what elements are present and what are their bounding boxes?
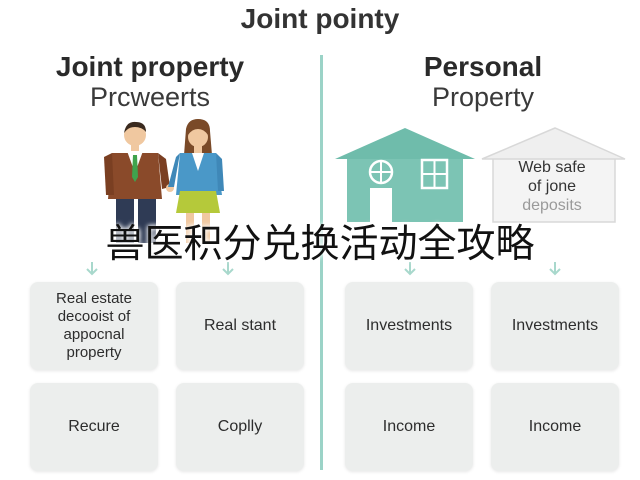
house-icon [335, 128, 475, 222]
safe-deposit-card: Web safe of jone deposits [493, 158, 611, 215]
personal-box-investments-1: Investments [345, 282, 473, 370]
page-title: Joint pointy [240, 3, 400, 34]
overlay-banner-text: 兽医积分兑换活动全攻略 [105, 222, 535, 267]
arrow-down-icon [549, 262, 561, 276]
joint-box-real-estate: Real estate decooist of appocnal propert… [30, 282, 158, 370]
joint-box-real-stant: Real stant [176, 282, 304, 370]
joint-box-recure: Recure [30, 383, 158, 471]
houses-illustration [335, 127, 626, 223]
box-line: appocnal [63, 326, 125, 343]
center-divider [320, 55, 323, 470]
arrow-down-icon [222, 262, 234, 276]
box-line: decooist of [57, 308, 131, 325]
box-line: Investments [511, 317, 599, 334]
card-line-1: Web safe [518, 159, 586, 176]
personal-subheading: Property [431, 82, 535, 112]
box-line: Coplly [217, 418, 263, 435]
personal-heading-block: Personal Property [353, 51, 613, 113]
joint-subheading: Prcweerts [89, 82, 211, 112]
box-line: property [66, 344, 122, 361]
box-line: Income [382, 418, 436, 435]
man-icon [104, 121, 174, 243]
card-line-2: of jone [527, 178, 577, 195]
personal-box-income-2: Income [491, 383, 619, 471]
card-line-3: deposits [522, 197, 582, 214]
joint-heading-block: Joint property Prcweerts [20, 51, 280, 113]
couple-illustration [104, 119, 224, 243]
box-line: Income [528, 418, 582, 435]
joint-box-coplly: Coplly [176, 383, 304, 471]
box-line: Real estate [56, 290, 132, 307]
arrow-down-icon [404, 262, 416, 276]
box-line: Recure [68, 418, 120, 435]
personal-heading: Personal [423, 51, 543, 82]
safe-house-icon [481, 127, 626, 223]
arrow-down-icon [86, 262, 98, 276]
personal-box-income-1: Income [345, 383, 473, 471]
joint-heading: Joint property [55, 51, 245, 82]
personal-box-investments-2: Investments [491, 282, 619, 370]
box-line: Investments [365, 317, 453, 334]
woman-icon [168, 119, 224, 243]
box-line: Real stant [203, 317, 277, 334]
